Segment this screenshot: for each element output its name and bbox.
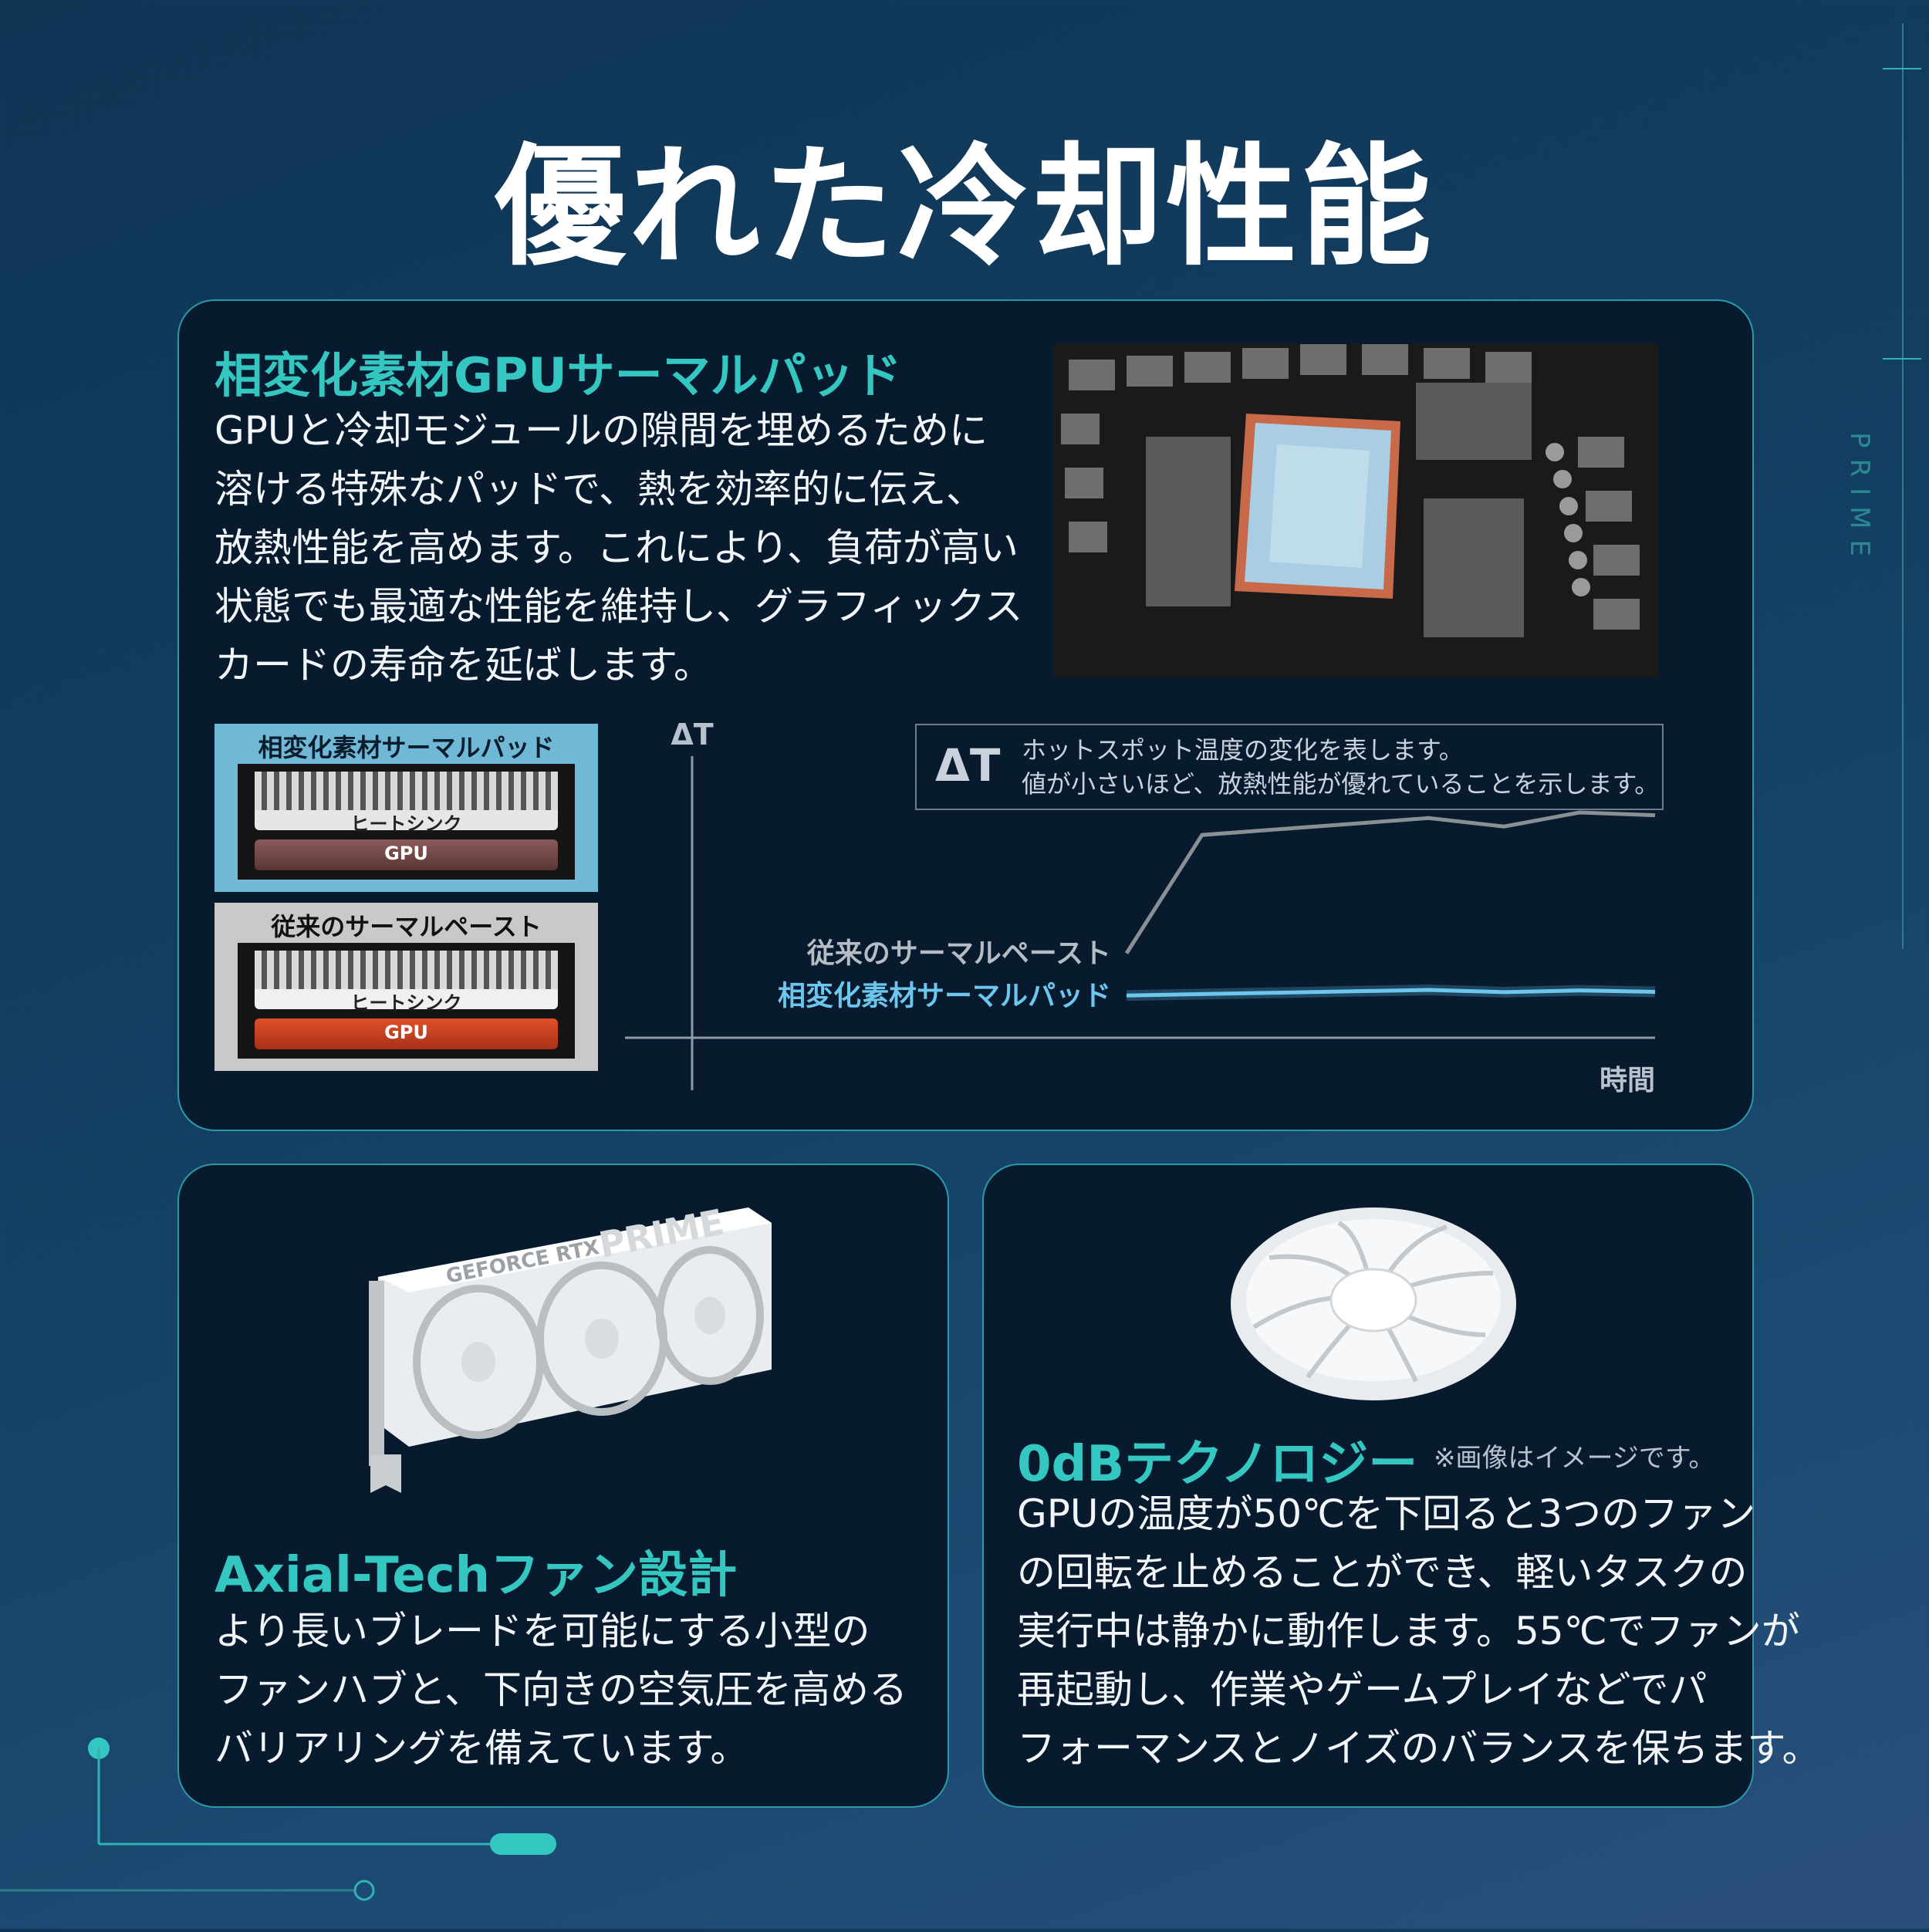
- heatsink-base: [255, 810, 558, 830]
- legend-symbol: ΔT: [935, 739, 1001, 792]
- text-line: GPUの温度が50℃を下回ると3つのファン: [1017, 1491, 1756, 1536]
- zero-db-heading: 0dBテクノロジー: [1017, 1436, 1418, 1493]
- text-line: GPUと冷却モジュールの隙間を埋めるために: [215, 408, 988, 453]
- heatsink-illustration: ヒートシンク GPU: [238, 764, 575, 880]
- series-label: 相変化素材サーマルパッド: [778, 979, 1111, 1012]
- gpu-label: GPU: [384, 1022, 428, 1043]
- fan-image: [1223, 1204, 1524, 1412]
- diagram-thermal-pad: 相変化素材サーマルパッド ヒートシンク GPU: [215, 724, 598, 892]
- text-line: の回転を止めることができ、軽いタスクの: [1017, 1550, 1748, 1595]
- side-label: PRIME: [1844, 432, 1875, 567]
- heatsink-label: ヒートシンク: [350, 813, 462, 835]
- thermal-pad-description: GPUと冷却モジュールの隙間を埋めるために 溶ける特殊なパッドで、熱を効率的に伝…: [215, 401, 1023, 694]
- gpu-chip: GPU: [255, 839, 558, 870]
- y-axis-label: ΔT: [671, 718, 713, 752]
- image-note: ※画像はイメージです。: [1434, 1443, 1715, 1474]
- heatsink-fins: [255, 951, 558, 995]
- x-axis-label: 時間: [1600, 1065, 1655, 1096]
- diagram-title: 従来のサーマルペースト: [271, 912, 542, 941]
- text-line: 実行中は静かに動作します。55℃でファンが: [1017, 1609, 1800, 1653]
- series-label: 従来のサーマルペースト: [806, 938, 1111, 970]
- text-line: 放熱性能を高めます。これにより、負荷が高い: [215, 525, 1019, 570]
- heatsink-base: [255, 989, 558, 1009]
- text-line: フォーマンスとノイズのバランスを保ちます。: [1017, 1726, 1821, 1771]
- delta-t-chart: ΔT 時間 従来のサーマルペースト相変化素材サーマルパッド: [617, 710, 1682, 1111]
- circuit-decoration: [0, 1728, 586, 1929]
- gpu-die-photo: [1053, 344, 1659, 677]
- diagram-thermal-paste: 従来のサーマルペースト ヒートシンク GPU: [215, 903, 598, 1071]
- gpu-chip: GPU: [255, 1018, 558, 1049]
- diagram-title: 相変化素材サーマルパッド: [258, 733, 555, 762]
- chart-legend: ΔT ホットスポット温度の変化を表します。 値が小さいほど、放熱性能が優れている…: [915, 724, 1664, 810]
- text-line: より長いブレードを可能にする小型の: [215, 1609, 870, 1653]
- text-line: 状態でも最適な性能を維持し、グラフィックス: [215, 584, 1023, 629]
- graphics-card-image: GEFORCE RTX PRIME: [355, 1192, 787, 1493]
- thermal-pad-heading: 相変化素材GPUサーマルパッド: [215, 347, 902, 404]
- plus-icon: [1883, 358, 1921, 360]
- zero-db-description: GPUの温度が50℃を下回ると3つのファン の回転を止めることができ、軽いタスク…: [1017, 1484, 1821, 1778]
- side-decoration: [1902, 23, 1904, 949]
- series-line-0: [1124, 810, 1656, 954]
- legend-line: ホットスポット温度の変化を表します。: [1022, 735, 1464, 765]
- legend-line: 値が小さいほど、放熱性能が優れていることを示します。: [1022, 769, 1660, 799]
- axial-description: より長いブレードを可能にする小型の ファンハブと、下向きの空気圧を高める バリア…: [215, 1602, 907, 1778]
- text-line: 溶ける特殊なパッドで、熱を効率的に伝え、: [215, 467, 985, 512]
- heatsink-fins: [255, 772, 558, 816]
- text-line: 再起動し、作業やゲームプレイなどでパ: [1017, 1667, 1708, 1712]
- gpu-label: GPU: [384, 843, 428, 864]
- text-line: バリアリングを備えています。: [215, 1726, 749, 1771]
- heatsink-illustration: ヒートシンク GPU: [238, 943, 575, 1059]
- heatsink-label: ヒートシンク: [350, 992, 462, 1014]
- legend-text: ホットスポット温度の変化を表します。 値が小さいほど、放熱性能が優れていることを…: [1022, 733, 1659, 801]
- plus-icon: [1883, 68, 1921, 69]
- series-line-1: [1126, 988, 1656, 998]
- page-title: 優れた冷却性能: [494, 131, 1434, 284]
- text-line: ファンハブと、下向きの空気圧を高める: [215, 1667, 907, 1712]
- text-line: カードの寿命を延ばします。: [215, 643, 712, 687]
- axial-heading: Axial-Techファン設計: [215, 1547, 738, 1604]
